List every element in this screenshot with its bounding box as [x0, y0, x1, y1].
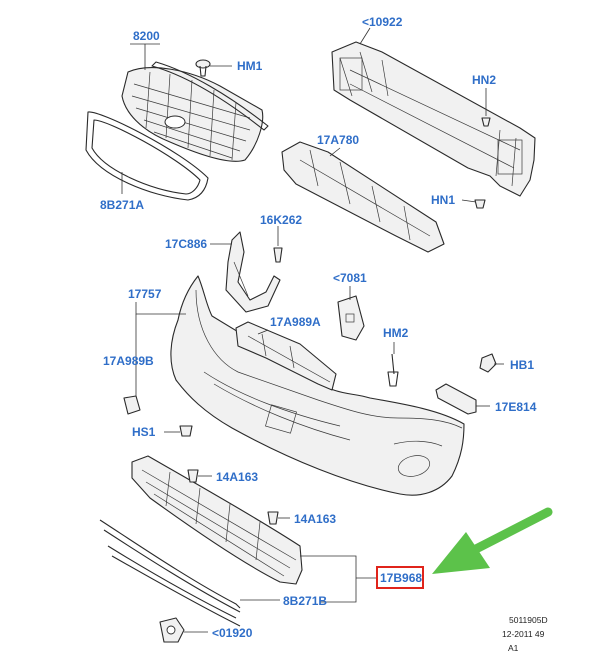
label-8b271b: 8B271B [283, 594, 327, 608]
clip-14a163-upper [187, 469, 199, 483]
reference-date: 12-2011 49 [502, 629, 545, 639]
label-hm2: HM2 [383, 326, 409, 340]
grille-moulding-strip [151, 61, 269, 131]
label-hm1: HM1 [237, 59, 263, 73]
label-8200: 8200 [133, 29, 160, 43]
label-hn2: HN2 [472, 73, 496, 87]
clip-14a163-lower [267, 511, 279, 525]
screw-hs1 [179, 425, 193, 437]
label-10922: <10922 [362, 15, 403, 29]
bumper-bracket-17a989a [235, 321, 337, 391]
licence-plate-bracket [337, 295, 365, 341]
bolt-hb1 [479, 353, 497, 373]
label-17c886: 17C886 [165, 237, 207, 251]
label-01920: <01920 [212, 626, 253, 640]
label-8b271a: 8B271A [100, 198, 144, 212]
leader-lines [121, 27, 504, 633]
label-hn1: HN1 [431, 193, 455, 207]
pin-hm2 [387, 353, 399, 387]
clip-16k262 [273, 247, 283, 263]
reference-code: 5011905D [509, 615, 548, 625]
grille-surround-8b271a [85, 111, 209, 201]
bolt-hn2 [481, 117, 491, 127]
label-hb1: HB1 [510, 358, 534, 372]
bracket-17c886 [225, 231, 281, 313]
label-14a163-upper: 14A163 [216, 470, 258, 484]
label-17a780: 17A780 [317, 133, 359, 147]
tow-eye-cover-17a989b [123, 395, 141, 415]
bracket-17e814 [435, 383, 477, 415]
label-16k262: 16K262 [260, 213, 302, 227]
bumper-reinforcement [331, 41, 536, 197]
label-14a163-lower: 14A163 [294, 512, 336, 526]
trim-strips-8b271b [99, 519, 241, 627]
lower-grille-17b968 [131, 455, 303, 585]
energy-absorber [281, 141, 445, 253]
reference-sheet: A1 [508, 643, 519, 653]
label-17e814: 17E814 [495, 400, 537, 414]
highlight-box [376, 566, 424, 589]
bolt-hn1 [474, 199, 486, 209]
label-17a989b: 17A989B [103, 354, 154, 368]
push-pin-hm1 [195, 59, 211, 77]
label-hs1: HS1 [132, 425, 156, 439]
label-17b968: 17B968 [380, 571, 422, 585]
label-7081: <7081 [333, 271, 367, 285]
sensor-bracket-01920 [159, 617, 185, 643]
label-17757: 17757 [128, 287, 162, 301]
bumper-cover [170, 275, 465, 496]
radiator-grille [121, 67, 264, 162]
pointer-arrow-icon [432, 507, 553, 574]
label-17a989a: 17A989A [270, 315, 321, 329]
